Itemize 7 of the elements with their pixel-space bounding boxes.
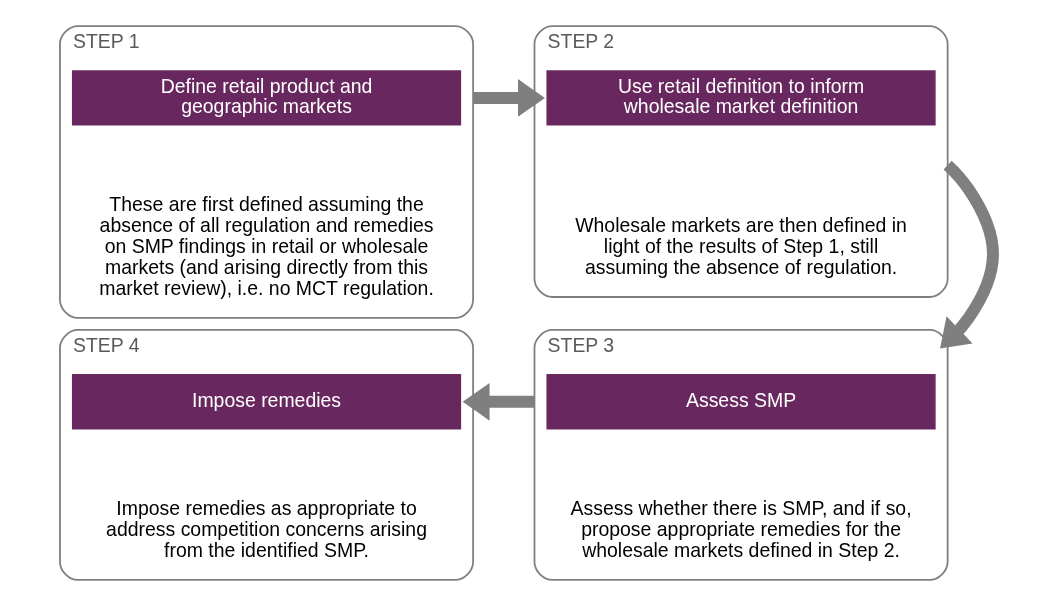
arrow [473,79,545,117]
node-box: Assess SMP [546,374,936,430]
node-box: Use retail definition to inform wholesale market definition [546,70,936,126]
node-box: Impose remedies [71,374,462,430]
arrow [940,160,999,349]
arrow [462,382,535,421]
node-box: Define retail product and geographic markets [71,70,462,126]
